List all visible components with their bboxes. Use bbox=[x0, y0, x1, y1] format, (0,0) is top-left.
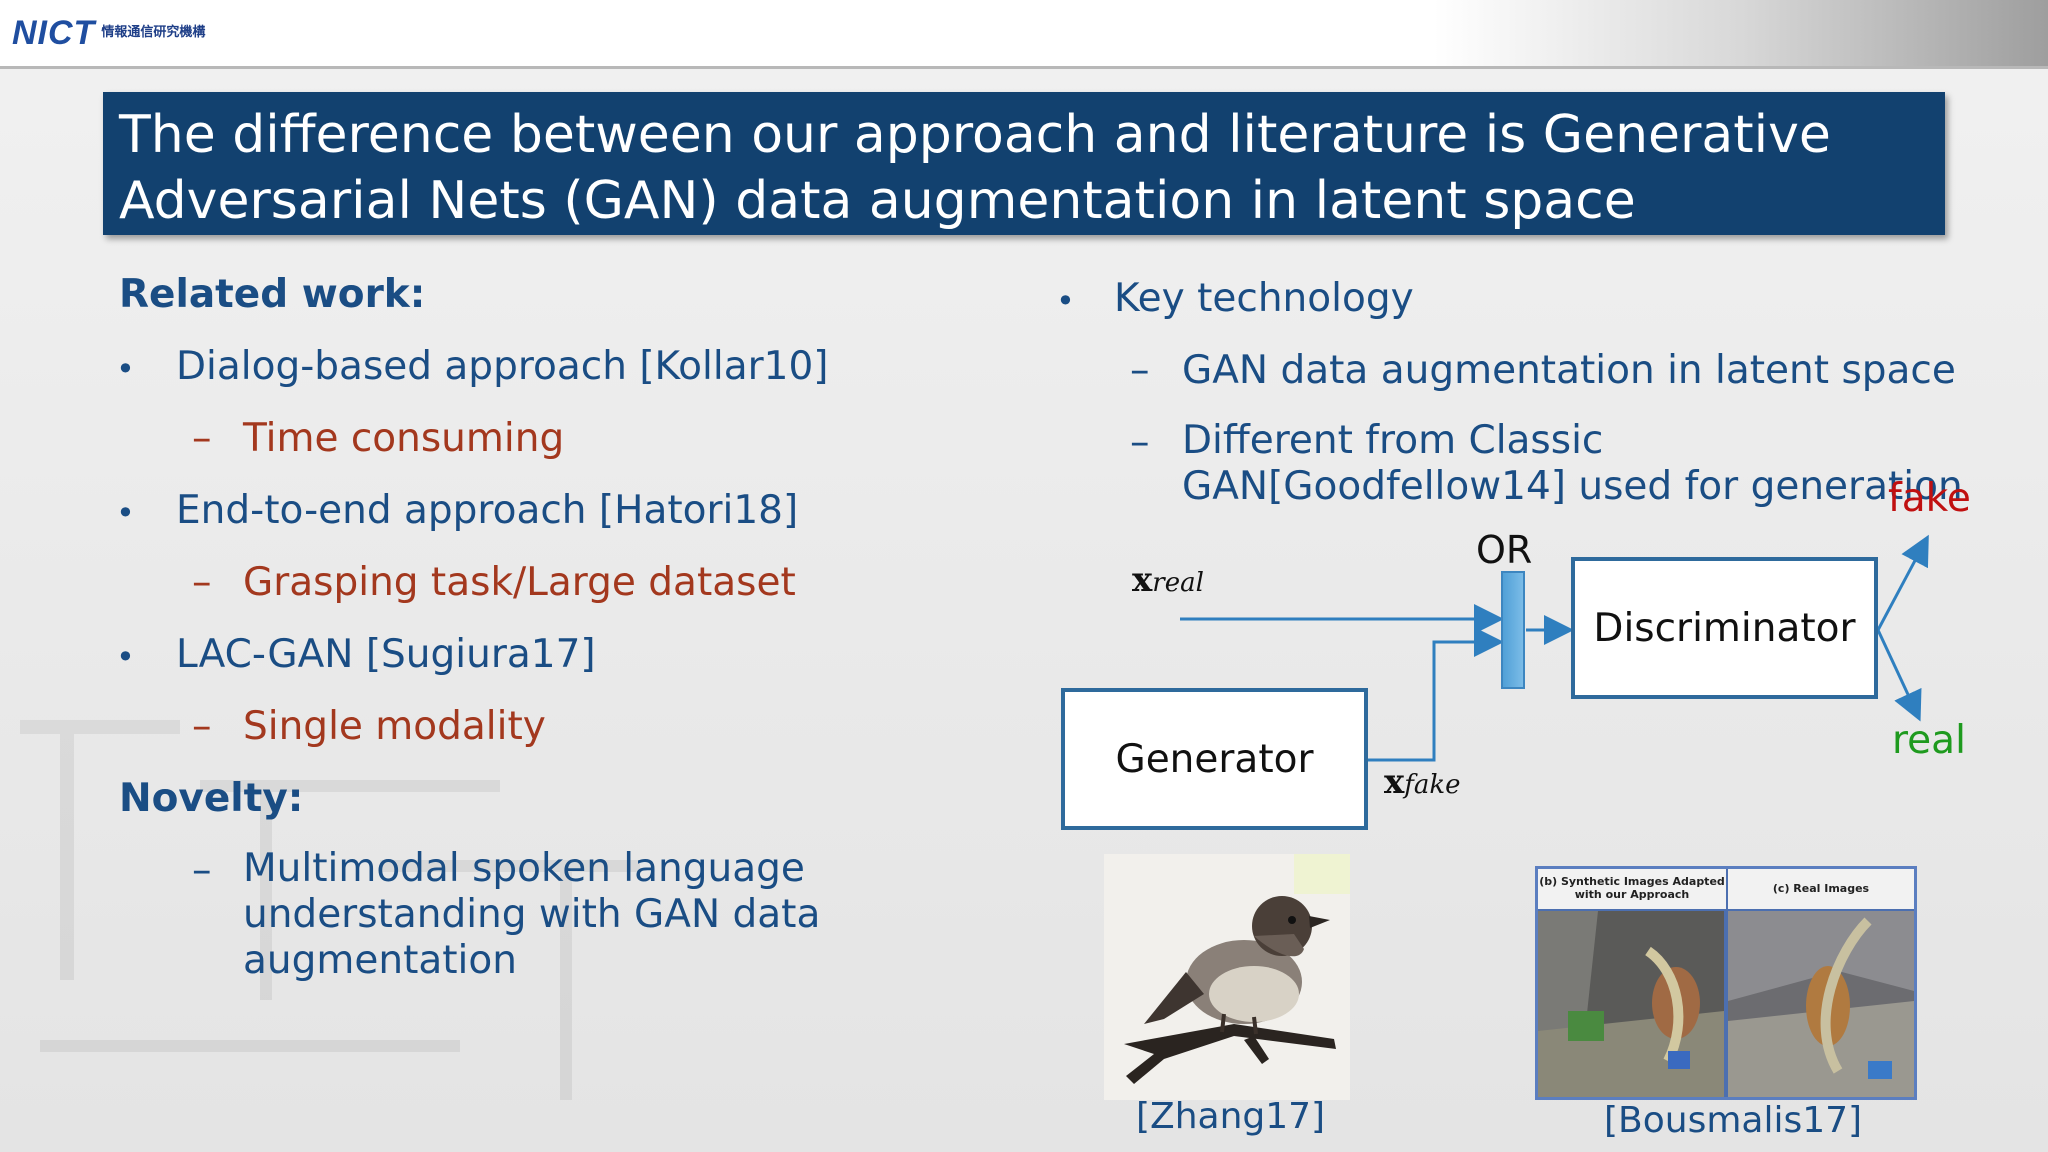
robot-grasp-photo-icon: (b) Synthetic Images Adapted with our Ap… bbox=[1535, 866, 1917, 1100]
robot-scene bbox=[1538, 911, 1914, 1097]
related-item-3-note: Single modality bbox=[243, 704, 546, 749]
related-item-2: End-to-end approach [Hatori18] bbox=[176, 488, 799, 533]
real-output-arrow bbox=[1876, 629, 1922, 722]
key-technology-heading: Key technology bbox=[1114, 276, 1414, 321]
dash: – bbox=[192, 704, 212, 749]
logo-mark: NICT bbox=[12, 13, 96, 52]
background-watermark bbox=[20, 720, 640, 1100]
bullet-dot: • bbox=[116, 494, 135, 532]
related-item-2-note: Grasping task/Large dataset bbox=[243, 560, 796, 605]
x-fake-label: xfake bbox=[1384, 762, 1461, 802]
slide-title: The difference between our approach and … bbox=[119, 105, 1831, 231]
related-item-1: Dialog-based approach [Kollar10] bbox=[176, 344, 829, 389]
x-real-label: xreal bbox=[1132, 560, 1204, 600]
fake-output-label: fake bbox=[1888, 476, 1971, 521]
title-banner: The difference between our approach and … bbox=[103, 92, 1945, 235]
dash: – bbox=[192, 848, 212, 893]
dash: – bbox=[1130, 348, 1150, 393]
dash: – bbox=[1130, 420, 1150, 465]
bullet-dot: • bbox=[1056, 282, 1075, 320]
generator-box: Generator bbox=[1061, 688, 1368, 830]
dash: – bbox=[192, 560, 212, 605]
discriminator-box: Discriminator bbox=[1571, 557, 1878, 699]
logo-subtext: 情報通信研究機構 bbox=[101, 25, 206, 40]
zhang17-caption: [Zhang17] bbox=[1136, 1096, 1326, 1137]
bullet-dot: • bbox=[116, 350, 135, 388]
or-label: OR bbox=[1476, 528, 1533, 572]
header-bar: NICT 情報通信研究機構 bbox=[0, 0, 2048, 69]
related-work-heading: Related work: bbox=[119, 272, 426, 317]
fake-input-arrow bbox=[1368, 627, 1504, 762]
related-item-3: LAC-GAN [Sugiura17] bbox=[176, 632, 596, 677]
nict-logo: NICT 情報通信研究機構 bbox=[12, 8, 205, 58]
novelty-heading: Novelty: bbox=[119, 776, 304, 821]
dash: – bbox=[192, 416, 212, 461]
key-tech-item-1: GAN data augmentation in latent space bbox=[1182, 348, 1956, 393]
fake-output-arrow bbox=[1876, 534, 1929, 631]
real-output-label: real bbox=[1892, 718, 1966, 763]
novelty-item: Multimodal spoken language understanding… bbox=[243, 846, 821, 983]
panel-c-label: (c) Real Images bbox=[1728, 869, 1914, 909]
bousmalis17-caption: [Bousmalis17] bbox=[1604, 1100, 1863, 1141]
related-item-1-note: Time consuming bbox=[243, 416, 565, 461]
bullet-dot: • bbox=[116, 638, 135, 676]
panel-b-label: (b) Synthetic Images Adapted with our Ap… bbox=[1538, 869, 1726, 909]
bird-photo-icon bbox=[1104, 854, 1350, 1100]
key-tech-item-2: Different from Classic GAN[Goodfellow14]… bbox=[1182, 418, 1963, 509]
or-combiner bbox=[1501, 571, 1525, 689]
